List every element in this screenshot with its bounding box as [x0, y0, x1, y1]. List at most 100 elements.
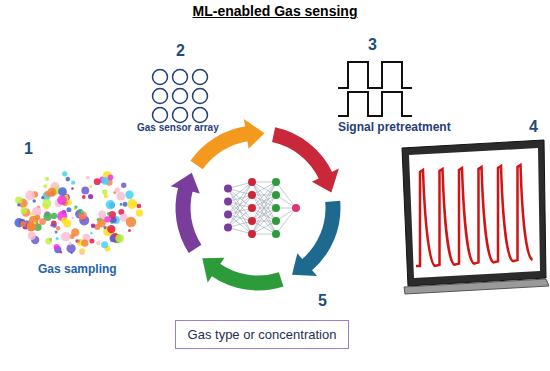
gas-particle	[56, 237, 59, 240]
ring-segment	[306, 201, 333, 265]
callout-number: 1	[24, 140, 33, 158]
laptop-frame	[402, 140, 546, 286]
nn-neuron	[248, 230, 256, 238]
gas-particle	[20, 221, 26, 227]
gas-particle	[74, 205, 77, 208]
nn-neuron	[272, 204, 280, 212]
sensor-response	[416, 165, 533, 266]
ring-arrowhead	[312, 169, 339, 193]
gas-particle	[43, 184, 47, 188]
sensor-element	[193, 89, 208, 104]
gas-particle	[107, 212, 110, 215]
step-label: Gas sampling	[38, 262, 117, 276]
gas-particle	[96, 241, 100, 245]
gas-particle	[15, 197, 22, 204]
gas-particle	[58, 187, 67, 196]
gas-particle	[69, 242, 72, 245]
gas-particle	[123, 202, 128, 207]
nn-link	[252, 182, 276, 221]
gas-particle	[126, 217, 136, 227]
nn-neuron	[272, 178, 280, 186]
nn-link	[252, 182, 276, 221]
callout-number: 2	[176, 42, 185, 60]
gas-particle	[56, 226, 60, 230]
gas-particle	[62, 171, 67, 176]
sensor-element	[193, 108, 208, 123]
gas-particle	[21, 207, 28, 214]
ring-segment	[197, 134, 248, 165]
gas-particle	[71, 181, 75, 185]
gas-particle	[125, 191, 133, 199]
nn-neuron	[224, 211, 232, 219]
gas-particle	[63, 220, 71, 228]
gas-particle	[28, 232, 36, 240]
sensor-element	[193, 70, 208, 85]
laptop-base	[404, 279, 549, 294]
nn-neuron	[248, 204, 256, 212]
gas-particle	[60, 251, 63, 254]
ring-segment	[274, 135, 326, 177]
gas-particle	[115, 188, 120, 193]
gas-particle	[82, 195, 86, 199]
nn-neuron	[224, 224, 232, 232]
step-label: Gas sensor array	[137, 122, 219, 133]
gas-particle	[66, 177, 71, 182]
callout-number: 5	[318, 292, 327, 310]
gas-particle	[34, 222, 37, 225]
gas-particle	[97, 219, 106, 228]
neural-network	[224, 178, 300, 238]
nn-neuron	[272, 230, 280, 238]
gas-particle	[137, 204, 142, 209]
gas-particle	[86, 176, 90, 180]
nn-neuron	[224, 198, 232, 206]
nn-link	[252, 195, 276, 234]
sensor-element	[153, 70, 168, 85]
nn-neuron	[248, 191, 256, 199]
gas-particle	[35, 215, 40, 220]
gas-particle	[127, 199, 137, 209]
ring-arrowhead	[244, 119, 265, 149]
nn-link	[228, 208, 252, 228]
laptop	[402, 140, 549, 294]
nn-link	[252, 221, 276, 234]
nn-link	[252, 182, 276, 195]
gas-particle	[25, 191, 35, 201]
sensor-element	[173, 108, 188, 123]
square-wave	[338, 92, 412, 116]
gas-particle	[42, 199, 51, 208]
gas-particle	[89, 239, 94, 244]
ring-segment	[215, 269, 281, 283]
gas-particle	[89, 185, 92, 188]
nn-link	[252, 195, 276, 234]
gas-particle	[17, 203, 20, 206]
nn-neuron	[248, 217, 256, 225]
gas-particle	[43, 212, 52, 221]
gas-particle	[108, 175, 114, 181]
gas-particle	[106, 200, 115, 209]
gas-particle	[90, 232, 93, 235]
gas-particle	[78, 209, 83, 214]
gas-particle	[101, 241, 108, 248]
nn-neuron	[292, 204, 300, 212]
gas-particle	[136, 209, 143, 216]
ring-arrowhead	[171, 173, 200, 194]
gas-particle	[72, 217, 75, 220]
nn-neuron	[272, 191, 280, 199]
gas-particle	[88, 194, 93, 199]
callout-number: 4	[529, 118, 538, 136]
gas-particle	[47, 188, 56, 197]
gas-particle	[79, 248, 85, 254]
square-waves	[338, 62, 412, 116]
result-box: Gas type or concentration	[175, 320, 350, 349]
gas-particle	[120, 203, 123, 206]
nn-link	[252, 221, 276, 234]
sensor-element	[173, 89, 188, 104]
gas-particle	[45, 238, 52, 245]
diagram-title: ML-enabled Gas sensing	[0, 3, 550, 19]
gas-particle	[70, 252, 72, 254]
gas-particle	[45, 177, 49, 181]
node-text: Gas type or concentration	[188, 327, 337, 342]
gas-particle	[115, 234, 124, 243]
sensor-element	[153, 108, 168, 123]
gas-particle	[81, 187, 89, 195]
